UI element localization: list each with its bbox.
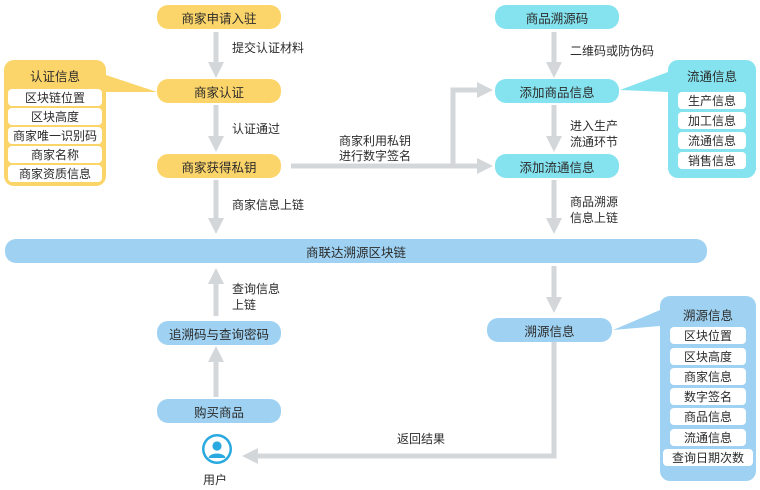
label-return-result: 返回结果	[397, 432, 446, 446]
node-product-code: 商品溯源码	[495, 5, 619, 29]
trace-item-product-info: 商品信息	[670, 408, 746, 425]
label-enter-stage-2: 流通环节	[570, 135, 619, 149]
user-label: 用户	[203, 473, 228, 487]
label-enter-stage-1: 进入生产	[570, 119, 619, 133]
node-merchant-apply-label: 商家申请入驻	[181, 10, 257, 26]
circulation-item-processing: 加工信息	[678, 112, 746, 129]
node-add-circulation-label: 添加流通信息	[519, 159, 595, 175]
auth-item-merchant-name: 商家名称	[8, 146, 102, 163]
label-trace-onchain-1: 商品溯源	[570, 195, 619, 209]
auth-item-chain-location: 区块链位置	[8, 89, 102, 106]
circulation-item-production: 生产信息	[678, 92, 746, 109]
node-query-code: 追溯码与查询密码	[157, 321, 281, 345]
node-add-product-label: 添加商品信息	[519, 84, 595, 100]
node-trace-info-label: 溯源信息	[524, 323, 575, 339]
auth-item-merchant-id: 商家唯一识别码	[8, 127, 102, 144]
trace-item-query-date-count: 查询日期次数	[663, 449, 753, 466]
node-merchant-key: 商家获得私钥	[157, 154, 281, 178]
trace-item-block-height: 区块高度	[670, 348, 746, 365]
node-merchant-apply: 商家申请入驻	[157, 5, 281, 29]
label-qr-code: 二维码或防伪码	[570, 44, 655, 58]
panel-circulation-info: 流通信息 生产信息 加工信息 流通信息 销售信息	[668, 60, 756, 178]
node-blockchain-label: 商联达溯源区块链	[305, 244, 406, 260]
label-private-key-sign-1: 商家利用私钥	[339, 134, 412, 148]
callout-trace-info	[613, 310, 660, 330]
panel-circulation-info-title: 流通信息	[686, 69, 737, 84]
panel-auth-info: 认证信息 区块链位置 区块高度 商家唯一识别码 商家名称 商家资质信息	[4, 60, 106, 186]
label-query-onchain-1: 查询信息	[232, 282, 281, 296]
panel-auth-info-title: 认证信息	[29, 69, 80, 84]
circulation-item-sales: 销售信息	[678, 152, 746, 169]
circulation-item-circulation: 流通信息	[678, 132, 746, 149]
arrow-key-to-product	[450, 81, 494, 166]
label-trace-onchain-2: 信息上链	[570, 211, 619, 225]
panel-trace-info-title: 溯源信息	[682, 308, 733, 323]
trace-item-circulation-info: 流通信息	[670, 429, 746, 446]
trace-item-merchant-info: 商家信息	[670, 368, 746, 385]
user-icon	[201, 433, 233, 465]
node-blockchain: 商联达溯源区块链	[5, 239, 707, 263]
label-merchant-onchain: 商家信息上链	[232, 198, 305, 212]
panel-trace-info: 溯源信息 区块位置 区块高度 商家信息 数字签名 商品信息 流通信息 查询日期次…	[660, 296, 756, 481]
node-add-product: 添加商品信息	[495, 79, 619, 103]
trace-item-block-location: 区块位置	[670, 327, 746, 344]
node-add-circulation: 添加流通信息	[495, 154, 619, 178]
callout-circulation-info	[620, 72, 668, 92]
node-merchant-key-label: 商家获得私钥	[181, 159, 257, 175]
node-buy-product-label: 购买商品	[193, 404, 244, 420]
node-product-code-label: 商品溯源码	[525, 10, 589, 26]
node-buy-product: 购买商品	[157, 399, 281, 423]
label-submit-materials: 提交认证材料	[232, 41, 305, 55]
node-merchant-auth-label: 商家认证	[193, 84, 244, 100]
trace-item-digital-signature: 数字签名	[670, 388, 746, 405]
node-trace-info: 溯源信息	[487, 318, 612, 342]
label-auth-passed: 认证通过	[232, 122, 281, 136]
label-query-onchain-2: 上链	[232, 298, 257, 312]
auth-item-block-height: 区块高度	[8, 108, 102, 125]
label-private-key-sign-2: 进行数字签名	[339, 149, 412, 163]
node-query-code-label: 追溯码与查询密码	[168, 326, 269, 342]
callout-auth-info	[106, 75, 157, 92]
node-merchant-auth: 商家认证	[157, 79, 281, 103]
auth-item-merchant-qualification: 商家资质信息	[8, 165, 102, 182]
arrow-return-result	[241, 342, 557, 465]
